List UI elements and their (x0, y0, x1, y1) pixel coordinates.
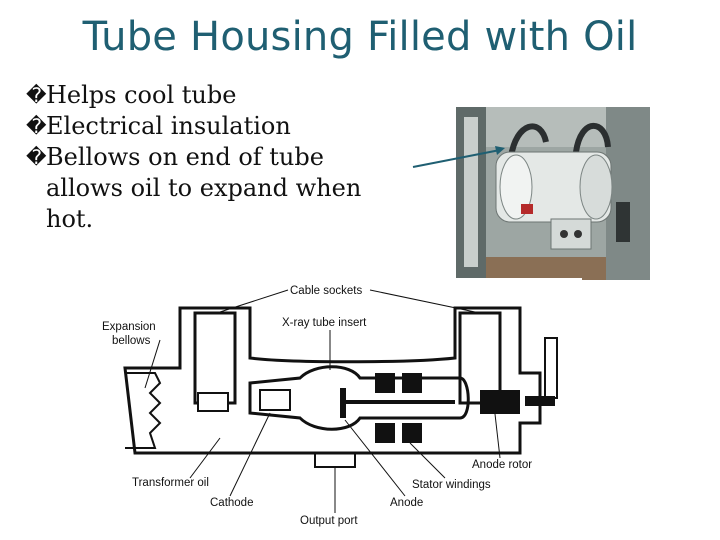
slide-title: Tube Housing Filled with Oil (0, 14, 720, 60)
bullet-item: � Helps cool tube (26, 80, 406, 111)
label-bellows: bellows (112, 335, 151, 347)
label-stator-windings: Stator windings (412, 479, 491, 491)
tube-housing-diagram: Cable sockets Expansion bellows X-ray tu… (100, 278, 582, 540)
label-cathode: Cathode (210, 497, 253, 509)
label-xray-tube-insert: X-ray tube insert (282, 317, 367, 329)
tube-housing-photo (456, 107, 650, 280)
bullet-item: � Electrical insulation (26, 111, 406, 142)
bullet-text: Bellows on end of tube allows oil to exp… (46, 143, 361, 233)
label-anode-rotor: Anode rotor (472, 459, 532, 471)
label-output-port: Output port (300, 515, 358, 527)
label-anode: Anode (390, 497, 423, 509)
label-cable-sockets: Cable sockets (290, 285, 362, 297)
bullet-text: Helps cool tube (46, 81, 236, 109)
bullet-list: � Helps cool tube � Electrical insulatio… (26, 80, 406, 235)
label-expansion: Expansion (102, 321, 156, 333)
bullet-text: Electrical insulation (46, 112, 291, 140)
bullet-item: � Bellows on end of tube allows oil to e… (26, 142, 406, 235)
bullet-marker: � (26, 111, 47, 142)
bullet-marker: � (26, 142, 47, 173)
bullet-marker: � (26, 80, 47, 111)
label-transformer-oil: Transformer oil (132, 477, 209, 489)
